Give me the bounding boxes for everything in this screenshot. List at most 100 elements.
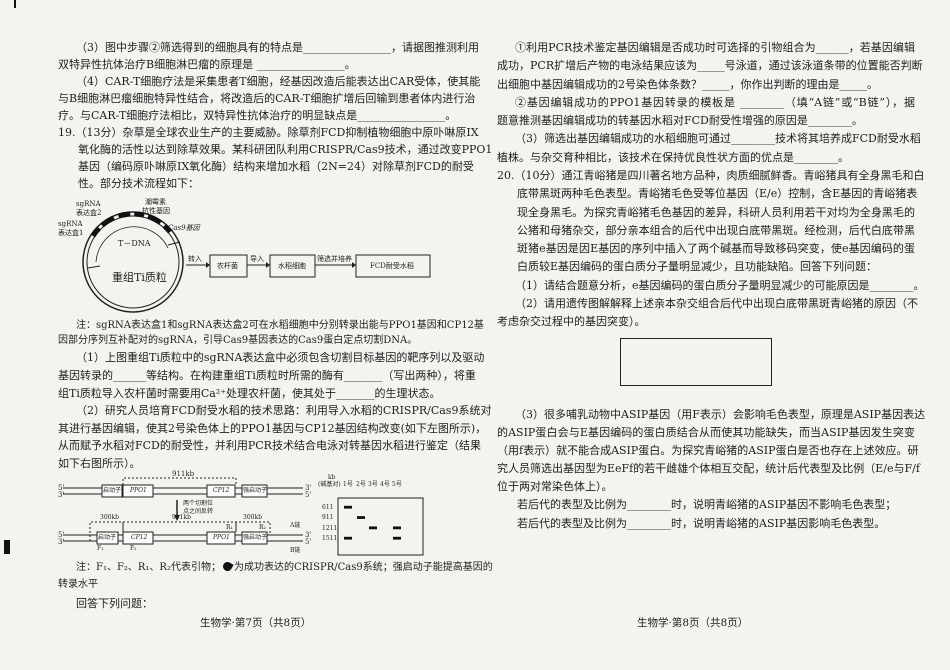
label-3prime: 3'	[305, 531, 312, 539]
label-hygromycin-b: 抗性基因	[142, 207, 170, 215]
label-inversion: 两个切割位	[183, 500, 214, 507]
gel-band	[357, 516, 365, 519]
label-300kb-left: 300kb	[100, 514, 119, 521]
label-f2: F₂	[130, 545, 137, 552]
text-line: 现全身黑毛。为探究青峪猪毛色基因的差异，科研人员利用若干对均为全身黑毛的	[517, 206, 915, 219]
scan-mark	[14, 0, 16, 8]
strong-promoter-box	[241, 484, 268, 498]
text-line: 其进行基因编辑，使其2号染色体上的PPO1基因与CP12基因结构改变(如下左图所…	[58, 422, 487, 435]
text-line: 因部分序列互补配对的sgRNA，引导Cas9基因表达的Cas9蛋白定点切割DNA…	[58, 335, 418, 346]
crispr-cas9-icon	[221, 560, 234, 573]
plasmid-inner-ring	[86, 215, 180, 309]
text-line: 从而赋予水稻对FCD的耐受性，并利用PCR技术结合电泳对转基因水稻进行鉴定（结果	[58, 439, 481, 452]
gel-band	[369, 526, 377, 530]
text-line: （3）图中步骤②筛选得到的细胞具有的特点是________________，请据…	[76, 41, 479, 54]
label-ppo1-2: PPO1	[213, 534, 230, 541]
box-agrobacterium	[209, 254, 248, 278]
label-cp12-2: CP12	[131, 534, 148, 541]
ppo1-box	[122, 484, 154, 498]
text-line: 公猪和母猪杂交，部分亲本组合的后代中出现白底带黑斑。经检测，后代白底带黑	[517, 224, 915, 237]
genetic-diagram-answer-box[interactable]	[620, 338, 772, 386]
text-line: （3）筛选出基因编辑成功的水稻细胞可通过________技术将其培养成FCD耐受…	[515, 132, 921, 145]
label-sgrna2: sgRNA	[76, 200, 101, 208]
answer-prompt: 回答下列问题：	[76, 597, 153, 610]
text-line: （2）研究人员培育FCD耐受水稻的技术思路：利用导入水稻的CRISPR/Cas9…	[76, 404, 492, 417]
ppo1-box-2	[206, 531, 236, 545]
promoter-box-2	[96, 531, 119, 545]
text-line: 组Ti质粒导入农杆菌时需要用Ca²⁺处理农杆菌，使其处于_______的生理状态…	[58, 387, 441, 400]
label-r1: R₁	[226, 524, 233, 531]
note-text: 注：F₁、F₂、R₁、R₂代表引物；	[76, 562, 221, 573]
tdna-segment	[90, 211, 172, 238]
label-ppo1: PPO1	[130, 487, 147, 494]
text-line: 白质较E基因编码的蛋白质分子量明显减少，且功能缺陷。回答下列问题：	[517, 260, 878, 273]
text-line: （用f表示）就不能合成ASIP蛋白。为探究青峪猪的ASIP蛋白是否也存在上述效应…	[497, 444, 919, 457]
box-fcd-rice	[355, 254, 431, 278]
gel-lane-label: 4号	[380, 481, 390, 488]
text-line: （1）上图重组Ti质粒中的sgRNA表达盒中必须包含切割目标基因的靶序列以及驱动	[76, 351, 485, 364]
text-line: 20.（10分）通江青峪猪是四川著名地方品种，肉质细腻鲜香。青峪猪具有全身黑毛和…	[497, 169, 925, 182]
gel-lane-label: 5号	[392, 481, 402, 488]
gel-frame	[337, 497, 424, 556]
label-300kb-right: 300kb	[243, 514, 262, 521]
text-line: 氧化酶的活性以达到除草效果。某科研团队利用CRISPR/Cas9技术，通过改变P…	[78, 143, 493, 156]
text-line: 若后代的表型及比例为________时，说明青峪猪的ASIP基因影响毛色表型。	[517, 517, 886, 530]
text-line: 基因转录的______等结构。在构建重组Ti质粒时所需的酶有_______（写出…	[58, 369, 476, 382]
label-step3: 筛选并培养	[317, 255, 352, 263]
text-line: 与B细胞淋巴瘤细胞特异性结合，将改造后的CAR-T细胞扩增后回输到患者体内进行治	[58, 92, 476, 105]
gel-lane-label: 3号	[368, 481, 378, 488]
cp12-box	[206, 484, 236, 498]
gel-band	[393, 526, 401, 530]
gel-band	[393, 536, 401, 540]
tdna-border-right	[167, 241, 181, 246]
cp12-box-2	[122, 531, 154, 545]
text-line: 究人员筛选出基因型为EeFf的若干雌雄个体相互交配，统计后代表型及比例（E/e与…	[497, 462, 920, 475]
text-line: ①利用PCR技术鉴定基因编辑是否成功时可选择的引物组合为______，若基因编辑	[515, 41, 915, 54]
text-line: 双特异性抗体治疗B细胞淋巴瘤的原理是 ________________。	[58, 58, 356, 71]
text-line: 若后代的表型及比例为________时，说明青峪猪的ASIP基因不影响毛色表型；	[517, 498, 897, 511]
text-line: ②基因编辑成功的PPO1基因转录的模板是 ________（填“A链”或“B链”…	[515, 96, 915, 109]
tdna-arc	[95, 226, 169, 263]
text-line: 位于两对常染色体上）。	[497, 480, 613, 493]
label-plasmid: 重组Ti质粒	[112, 271, 167, 284]
gene-figure-note: 注：F₁、F₂、R₁、R₂代表引物；为成功表达的CRISPR/Cas9系统；强启…	[76, 560, 493, 576]
label-sgrna1-b: 表达盒1	[58, 229, 84, 237]
label-5prime: 5'	[58, 531, 65, 539]
text-line: 注：sgRNA表达盒1和sgRNA表达盒2可在水稻细胞中分别转录出能与PPO1基…	[76, 320, 484, 331]
page-footer-8: 生物学·第8页（共8页）	[637, 617, 749, 629]
plasmid-outer-ring	[82, 211, 184, 313]
gel-marker-label: 1511	[322, 535, 338, 542]
label-sgrna1: sgRNA	[58, 220, 83, 228]
label-b-strand: B链	[290, 547, 301, 554]
gel-bands	[344, 505, 401, 540]
tdna-border-left	[87, 265, 101, 269]
text-line: （4）CAR-T细胞疗法是采集患者T细胞，经基因改造后能表达出CAR受体，使其能	[76, 75, 481, 88]
gel-band	[344, 505, 352, 509]
text-line: 考虑杂交过程中的基因突变）。	[497, 315, 646, 328]
label-f1: F₁	[97, 545, 104, 552]
text-line: （1）请结合题意分析，e基因编码的蛋白质分子量明显减少的可能原因是_______…	[515, 279, 925, 292]
gel-marker-label: 911	[322, 514, 334, 522]
text-line: 19.（13分）杂草是全球农业生产的主要威胁。除草剂FCD抑制植物细胞中原卟啉原…	[58, 126, 479, 139]
label-strong-promoter: 强启动子	[243, 487, 268, 494]
label-hygromycin: 潮霉素	[145, 198, 166, 206]
gel-marker-label: 1211	[322, 524, 338, 532]
text-line: 植株。与杂交育种相比，该技术在保持优良性状方面的优点是________。	[497, 151, 849, 164]
label-cas9: Cas9基因	[168, 224, 200, 232]
label-step2: 导入	[250, 255, 264, 263]
gene-structure-figure	[63, 477, 303, 545]
gene-figure-note-cont: 转录水平	[58, 579, 98, 590]
gel-band	[344, 536, 352, 540]
label-inversion-2: 点之间反转	[183, 508, 214, 515]
gel-lane-label: 1号	[343, 481, 353, 488]
text-line: 基因（编码原卟啉原IX氧化酶）结构来增加水稻（2N=24）对除草剂FCD的耐受	[78, 160, 474, 173]
promoter-box	[101, 484, 123, 498]
label-911kb-mid: 911kb	[172, 514, 191, 521]
text-line: 成功，PCR扩增后产物的电泳结果应该为_____号泳道，通过该泳道条带的位置能否…	[497, 59, 923, 72]
text-line: （3）很多哺乳动物中ASIP基因（用F表示）会影响毛色表型，原理是ASIP基因表…	[515, 408, 926, 421]
text-line: 出细胞中基因编辑成功的2号染色体条数？_____，你作出判断的理由是_____。	[497, 78, 878, 91]
strong-promoter-box-2	[241, 531, 268, 545]
label-cp12: CP12	[213, 487, 230, 494]
label-3prime: 3'	[58, 491, 65, 499]
text-line: 底带黑斑两种毛色表型。青峪猪毛色受等位基因（E/e）控制，含E基因的青峪猪表	[517, 187, 918, 200]
